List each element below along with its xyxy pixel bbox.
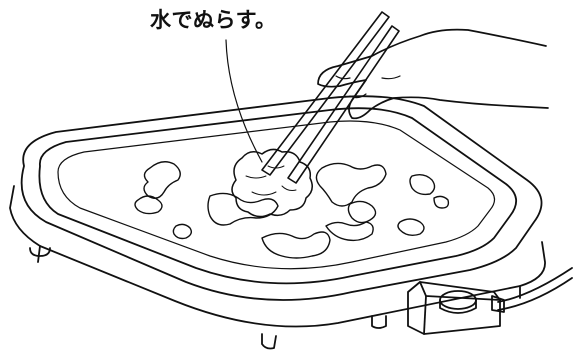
hot-plate-outer-rim	[20, 95, 543, 301]
grease-residue	[134, 161, 450, 259]
hot-plate-feet	[29, 247, 387, 350]
hot-plate-inner-rim	[38, 107, 517, 285]
hand-details	[335, 75, 401, 99]
cooking-surface	[57, 120, 496, 270]
hand	[317, 28, 549, 120]
temperature-control	[407, 267, 573, 335]
wet-cloth	[231, 148, 313, 218]
caption-text: 水でぬらす。	[150, 8, 277, 32]
cloth-folds	[245, 165, 297, 196]
caption-leader-line	[225, 39, 263, 163]
